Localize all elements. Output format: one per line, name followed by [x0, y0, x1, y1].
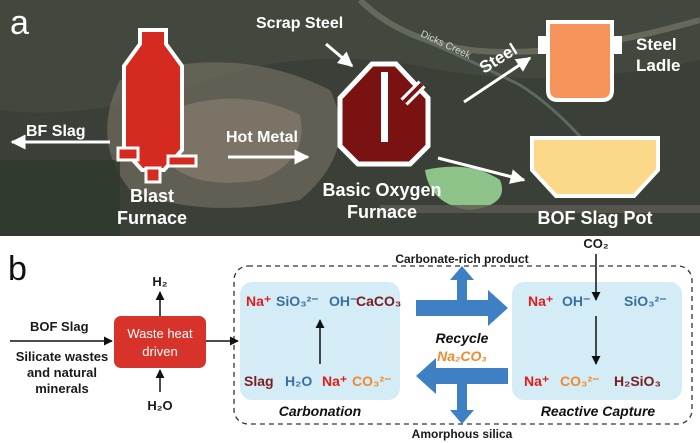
steel-ladle-label-2: Ladle	[636, 56, 680, 75]
aerial-road	[357, 0, 700, 55]
aerial-pond	[425, 166, 502, 210]
bof-slag-input: BOF Slag	[30, 319, 89, 334]
inputs-label-3: minerals	[35, 381, 88, 396]
blast-furnace-icon	[116, 28, 198, 184]
carb-caco3: CaCO₃	[356, 293, 401, 309]
carbonate-product-label: Carbonate-rich product	[395, 252, 528, 266]
cap-oh: OH⁻	[562, 293, 590, 309]
hot-metal-label: Hot Metal	[226, 129, 298, 146]
panel-a-aerial-diagram: a Blast Furnace BF Slag Hot Metal Scrap …	[0, 0, 700, 236]
co2-label: CO₂	[583, 236, 609, 251]
carbonation-title: Carbonation	[279, 403, 361, 419]
bof-label-2: Furnace	[347, 202, 417, 222]
capture-title: Reactive Capture	[541, 403, 656, 419]
carb-sio3: SiO₃²⁻	[276, 293, 319, 309]
steel-ladle-icon	[538, 20, 622, 102]
steel-arrow	[463, 56, 532, 104]
bf-slag-label: BF Slag	[26, 123, 86, 140]
recycle-label: Recycle	[436, 330, 489, 346]
carb-h2o: H₂O	[285, 373, 312, 389]
cap-na: Na⁺	[528, 293, 553, 309]
cap-na2: Na⁺	[524, 373, 549, 389]
blast-furnace-label-2: Furnace	[117, 208, 187, 228]
inputs-label-2: and natural	[27, 365, 97, 380]
aerial-creek	[399, 28, 602, 161]
cap-h2sio3: H₂SiO₃	[614, 373, 661, 389]
basic-oxygen-furnace-icon	[337, 61, 431, 167]
steel-ladle-label-1: Steel	[636, 35, 677, 54]
scrap-steel-arrow	[325, 42, 354, 68]
bof-label-1: Basic Oxygen	[322, 180, 441, 200]
panel-b-label: b	[8, 250, 27, 288]
aerial-pit-inner	[170, 98, 302, 183]
aerial-rail	[380, 205, 700, 213]
cap-sio3: SiO₃²⁻	[624, 293, 667, 309]
na2co3-label: Na₂CO₃	[437, 348, 487, 364]
carb-na2: Na⁺	[322, 373, 347, 389]
inputs-label-1: Silicate wastes	[16, 349, 109, 364]
forward-big-arrow	[416, 290, 508, 326]
bof-slag-pot-icon	[530, 136, 660, 198]
waste-heat-box	[114, 316, 206, 368]
carb-slag: Slag	[244, 373, 274, 389]
h2o-label: H₂O	[147, 398, 172, 413]
return-big-arrow	[416, 358, 508, 394]
amorphous-silica-label: Amorphous silica	[412, 427, 513, 441]
cap-co3: CO₃²⁻	[560, 373, 600, 389]
carbonate-branch-head	[450, 266, 474, 280]
carbonate-branch	[457, 278, 467, 302]
blast-furnace-label-1: Blast	[130, 186, 174, 206]
silica-branch-head	[450, 410, 474, 424]
panel-a-label: a	[10, 4, 29, 42]
aerial-forest	[0, 160, 120, 236]
h2-label: H₂	[152, 274, 167, 289]
carb-na: Na⁺	[246, 293, 271, 309]
carb-oh: OH⁻	[329, 293, 357, 309]
panel-b-process-diagram: b BOF Slag Silicate wastes and natural m…	[8, 236, 693, 441]
bof-slag-pot-label: BOF Slag Pot	[537, 208, 652, 228]
waste-heat-label-1: Waste heat	[127, 326, 193, 341]
capture-panel	[512, 282, 682, 400]
silica-branch	[457, 382, 467, 412]
waste-heat-label-2: driven	[142, 344, 177, 359]
slag-pot-arrow	[437, 156, 526, 184]
scrap-steel-label: Scrap Steel	[256, 15, 343, 32]
carb-co3: CO₃²⁻	[352, 373, 392, 389]
